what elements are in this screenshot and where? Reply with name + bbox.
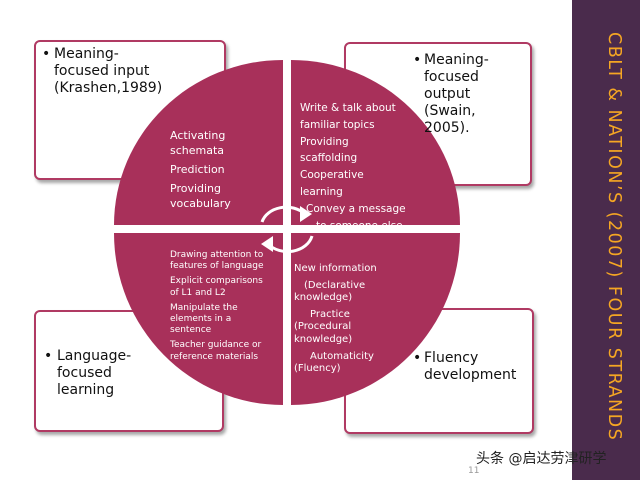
watermark: 头条 @启达劳津研学 (476, 451, 607, 467)
box-line: focused (424, 69, 479, 85)
quad-line: Drawing attention to (170, 250, 264, 260)
box-line: learning (57, 382, 115, 398)
quad-line: Prediction (170, 163, 225, 176)
box-text-bottom-left: Language- focused learning (57, 348, 131, 399)
quad-line: (Fluency) (294, 363, 341, 375)
quad-line: Manipulate the (170, 302, 238, 313)
box-line: Meaning- (54, 46, 119, 62)
quad-line: Teacher guidance or (170, 340, 262, 351)
bullet-icon: • (42, 46, 51, 62)
quad-line: Cooperative (300, 169, 364, 182)
quad-line: vocabulary (170, 197, 231, 210)
quad-line: familiar topics (300, 118, 375, 131)
quadrant-text-top-right: Write & talk about familiar topics Provi… (300, 100, 406, 234)
box-line: Meaning- (424, 52, 489, 68)
quad-line: knowledge) (294, 333, 353, 345)
page-number: 11 (468, 466, 480, 476)
bullet-icon: • (413, 350, 422, 366)
bullet-icon: • (44, 348, 53, 364)
quad-line: learning (300, 185, 343, 198)
quad-line: features of language (170, 261, 264, 272)
quad-line: Providing (300, 135, 349, 148)
quad-line: knowledge) (294, 292, 353, 304)
box-line: (Krashen,1989) (54, 80, 163, 96)
box-line: development (424, 367, 517, 383)
quad-line: of L1 and L2 (170, 287, 226, 298)
quad-line: Practice (310, 308, 350, 320)
quad-line: Explicit comparisons (170, 276, 263, 287)
quadrant-text-bottom-right: New information (Declarative knowledge) … (294, 263, 377, 376)
quad-line: Convey a message (306, 202, 406, 215)
quadrant-bottom-left (114, 233, 283, 405)
box-line: focused input (54, 63, 150, 79)
quadrant-text-top-left: Activating schemata Prediction Providing… (170, 128, 231, 211)
quad-line: Automaticity (310, 350, 374, 362)
quad-line: Providing (170, 182, 222, 195)
title-sidebar: CBLT & NATION’S (2007) FOUR STRANDS (572, 0, 640, 480)
quad-line: (Procedural (294, 321, 352, 333)
box-line: Fluency (424, 350, 479, 366)
slide-title: CBLT & NATION’S (2007) FOUR STRANDS (604, 32, 624, 442)
quad-line: Activating (170, 129, 226, 142)
box-line: focused (57, 365, 112, 381)
quad-line: scaffolding (300, 152, 358, 165)
quad-line: to someone else (316, 219, 403, 232)
quadrant-bottom-right (291, 233, 460, 405)
quad-line: schemata (170, 144, 225, 157)
quad-line: elements in a (170, 314, 232, 325)
box-line: (Swain, (424, 103, 476, 119)
quad-line: reference materials (170, 351, 259, 362)
box-text-top-right: Meaning- focused output (Swain, 2005). (424, 52, 489, 137)
quadrant-top-left (114, 60, 283, 225)
box-line: 2005). (424, 120, 470, 136)
quad-line: Write & talk about (300, 102, 396, 114)
box-text-top-left: Meaning- focused input (Krashen,1989) (54, 46, 162, 97)
quadrant-top-right (291, 60, 460, 225)
box-line: output (424, 86, 471, 102)
box-text-bottom-right: Fluency development (424, 350, 516, 384)
box-line: Language- (57, 348, 132, 364)
quad-line: sentence (170, 325, 212, 336)
quadrant-text-bottom-left: Drawing attention to features of languag… (170, 250, 263, 363)
bullet-icon: • (413, 52, 422, 68)
quad-line: New information (294, 263, 377, 274)
quad-line: (Declarative (304, 279, 366, 291)
